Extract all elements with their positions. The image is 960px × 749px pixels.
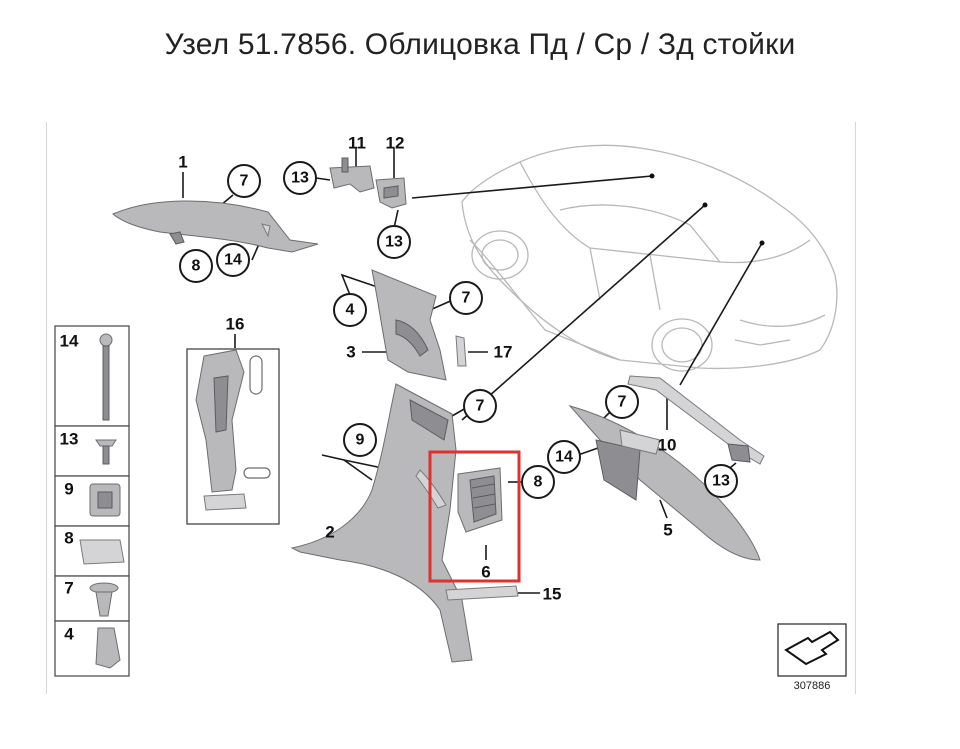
part-6-vent-grille [457,467,503,533]
reference-number: 307886 [794,680,831,692]
svg-text:7: 7 [476,398,485,415]
callout-13-upper: 13 [283,161,317,195]
callout-label-6: 6 [481,563,490,582]
legend-label: 13 [60,430,79,449]
part-15-strip [445,585,519,601]
svg-text:13: 13 [291,170,309,187]
callout-7-top: 7 [227,164,261,198]
circled-callouts: 7 8 14 13 13 4 7 7 9 8 7 14 13 [179,161,738,499]
svg-text:9: 9 [356,432,365,449]
svg-text:7: 7 [462,290,471,307]
callout-label-16: 16 [226,315,245,334]
callout-label-17: 17 [494,343,513,362]
page-title: Узел 51.7856. Облицовка Пд / Ср / Зд сто… [164,28,796,61]
callout-label-12: 12 [386,134,405,153]
callout-label-3: 3 [346,343,355,362]
callout-4: 4 [333,293,367,327]
part-11-12-brackets [329,157,407,209]
callout-label-1: 1 [178,153,187,172]
callout-label-5: 5 [663,521,672,540]
highlight-box-part-6 [428,450,521,583]
svg-text:13: 13 [712,473,730,490]
legend-label: 9 [64,480,73,499]
callout-label-2: 2 [325,523,334,542]
part-1-a-pillar-trim [112,200,319,253]
legend-labels: 14 13 9 8 7 4 [60,332,79,644]
part-3-b-pillar-upper [371,269,467,381]
svg-text:4: 4 [346,302,355,319]
svg-text:8: 8 [534,474,543,491]
legend-label: 14 [60,332,79,351]
callout-14-right: 14 [547,440,581,474]
callout-label-10: 10 [658,436,677,455]
svg-text:14: 14 [555,449,573,466]
plain-labels: 1 2 3 5 6 10 11 12 15 16 17 [178,134,676,604]
diagram-frame [46,122,856,694]
svg-text:14: 14 [224,252,242,269]
orientation-icon [777,623,847,677]
car-outline [461,144,838,372]
callout-7-b-upper: 7 [449,281,483,315]
legend-label: 7 [64,579,73,598]
part-10-bracket [627,375,765,465]
part-2-b-pillar-lower [290,383,473,663]
svg-text:7: 7 [240,173,249,190]
svg-text:13: 13 [385,234,403,251]
callout-14-top: 14 [216,243,250,277]
legend-label: 8 [64,529,73,548]
callout-8-middle: 8 [521,465,555,499]
callout-7-right: 7 [605,385,639,419]
part-16-group [186,348,280,525]
fastener-legend [54,325,130,677]
callout-label-15: 15 [543,585,562,604]
svg-text:7: 7 [618,394,627,411]
callout-8-top: 8 [179,249,213,283]
legend-label: 4 [64,625,74,644]
svg-text:8: 8 [192,258,201,275]
callout-7-b-lower: 7 [463,389,497,423]
part-5-c-pillar-trim [568,405,761,561]
callout-9: 9 [343,423,377,457]
callout-13-right: 13 [704,464,738,498]
callout-13-middle: 13 [377,225,411,259]
callout-label-11: 11 [348,134,366,153]
